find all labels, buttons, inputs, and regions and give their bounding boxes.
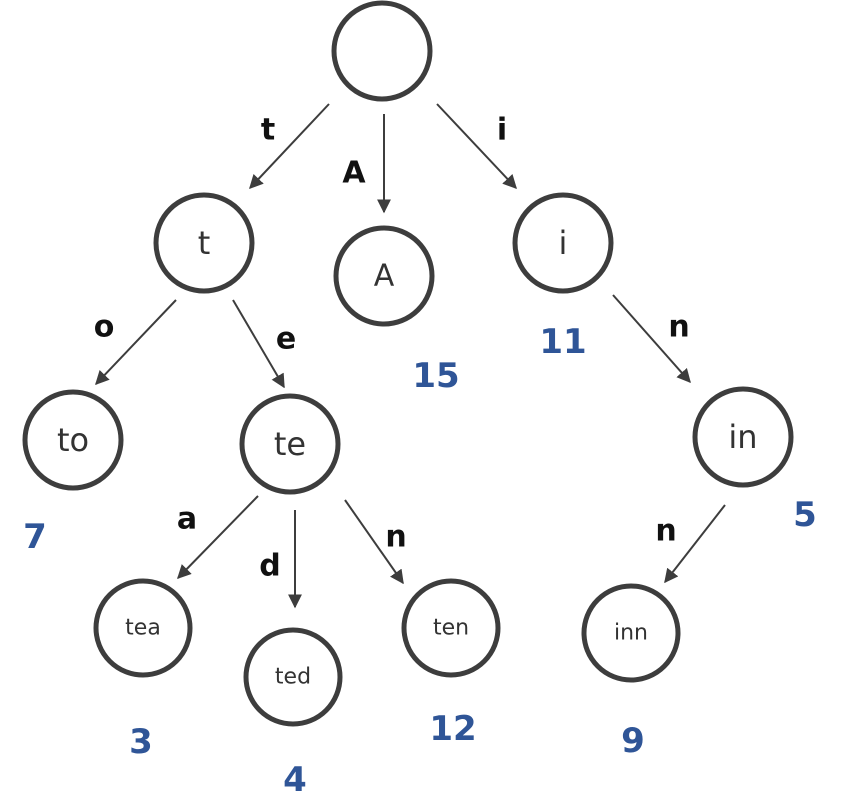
edge-in-inn — [664, 504, 726, 584]
node-value-inn: 9 — [621, 721, 645, 761]
edge-label-root-A: A — [342, 156, 366, 191]
edge-te-tea — [177, 495, 259, 580]
edge-label-te-ted: d — [259, 549, 280, 584]
node-circle-in — [692, 386, 794, 488]
node-value-A: 15 — [412, 356, 459, 396]
trie-node-ted: ted — [243, 627, 343, 727]
trie-node-i: i — [512, 192, 614, 294]
edge-label-t-to: o — [94, 310, 115, 345]
edge-root-t — [249, 103, 330, 190]
edge-root-i — [436, 103, 517, 190]
node-label-ted: ted — [275, 665, 311, 690]
trie-node-inn: inn — [581, 583, 681, 683]
node-circle-t — [153, 192, 255, 294]
node-value-to: 7 — [23, 517, 47, 557]
node-label-te: te — [274, 425, 306, 463]
node-value-in: 5 — [793, 495, 817, 535]
node-label-inn: inn — [614, 621, 648, 646]
node-circle-to — [22, 389, 124, 491]
node-label-A: A — [374, 259, 395, 294]
trie-node-in: in — [692, 386, 794, 488]
edge-i-in — [612, 294, 691, 384]
trie-node-to: to — [22, 389, 124, 491]
edge-label-root-t: t — [261, 113, 275, 148]
node-label-ten: ten — [433, 616, 469, 641]
node-label-t: t — [198, 224, 211, 262]
edge-label-t-te: e — [276, 322, 296, 357]
node-value-tea: 3 — [129, 722, 153, 762]
edge-t-te — [232, 299, 285, 389]
node-label-i: i — [559, 224, 568, 262]
edge-t-to — [95, 299, 177, 386]
node-value-i: 11 — [539, 322, 586, 362]
values-layer: 15 11 7 5 3 4 12 9 — [23, 322, 817, 800]
node-circle-tea — [93, 578, 193, 678]
node-label-in: in — [728, 418, 757, 456]
trie-node-tea: tea — [93, 578, 193, 678]
node-label-to: to — [57, 421, 89, 459]
node-circle-te — [239, 393, 341, 495]
node-value-ten: 12 — [429, 709, 476, 749]
node-circle-i — [512, 192, 614, 294]
trie-node-ten: ten — [401, 578, 501, 678]
trie-node-A: A — [333, 225, 435, 327]
node-circle-ted — [243, 627, 343, 727]
node-circle-root — [331, 0, 433, 102]
trie-node-t: t — [153, 192, 255, 294]
node-value-ted: 4 — [283, 760, 307, 800]
edges-layer — [95, 103, 726, 609]
node-circle-ten — [401, 578, 501, 678]
edge-label-in-inn: n — [655, 514, 676, 549]
edge-te-ten — [344, 499, 404, 585]
edge-label-te-tea: a — [177, 502, 197, 537]
edge-label-i-in: n — [668, 310, 689, 345]
edge-label-root-i: i — [497, 113, 507, 148]
node-label-tea: tea — [125, 616, 161, 641]
node-circle-A — [333, 225, 435, 327]
node-circle-inn — [581, 583, 681, 683]
trie-node-root — [331, 0, 433, 102]
edge-label-te-ten: n — [385, 520, 406, 555]
trie-node-te: te — [239, 393, 341, 495]
